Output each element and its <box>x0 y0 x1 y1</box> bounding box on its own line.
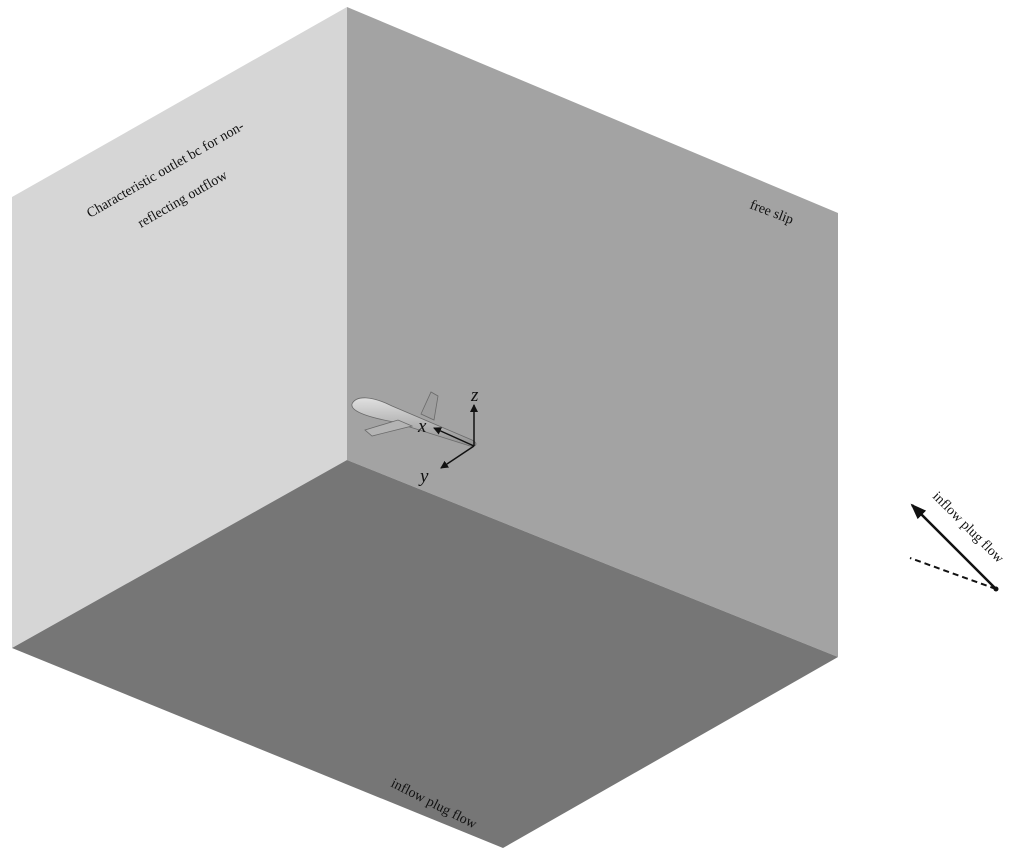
inflow-indicator-label: inflow plug flow <box>929 489 1007 567</box>
y-axis-arrow <box>440 445 475 469</box>
x-axis-arrow <box>433 427 475 447</box>
inflow-arrow <box>910 503 997 590</box>
coordinate-axes: z x y <box>417 385 479 487</box>
z-axis-label: z <box>470 385 479 406</box>
inflow-reference-dashed-line <box>909 557 997 590</box>
right-face-free-slip <box>347 7 838 657</box>
inflow-indicator: inflow plug flow <box>909 489 1007 592</box>
y-axis-label: y <box>418 466 429 487</box>
x-axis-label: x <box>417 416 427 437</box>
aircraft-icon <box>351 391 477 447</box>
left-face-outlet <box>12 7 347 648</box>
inflow-origin-dot <box>993 586 999 592</box>
bottom-face-inflow <box>12 460 838 848</box>
